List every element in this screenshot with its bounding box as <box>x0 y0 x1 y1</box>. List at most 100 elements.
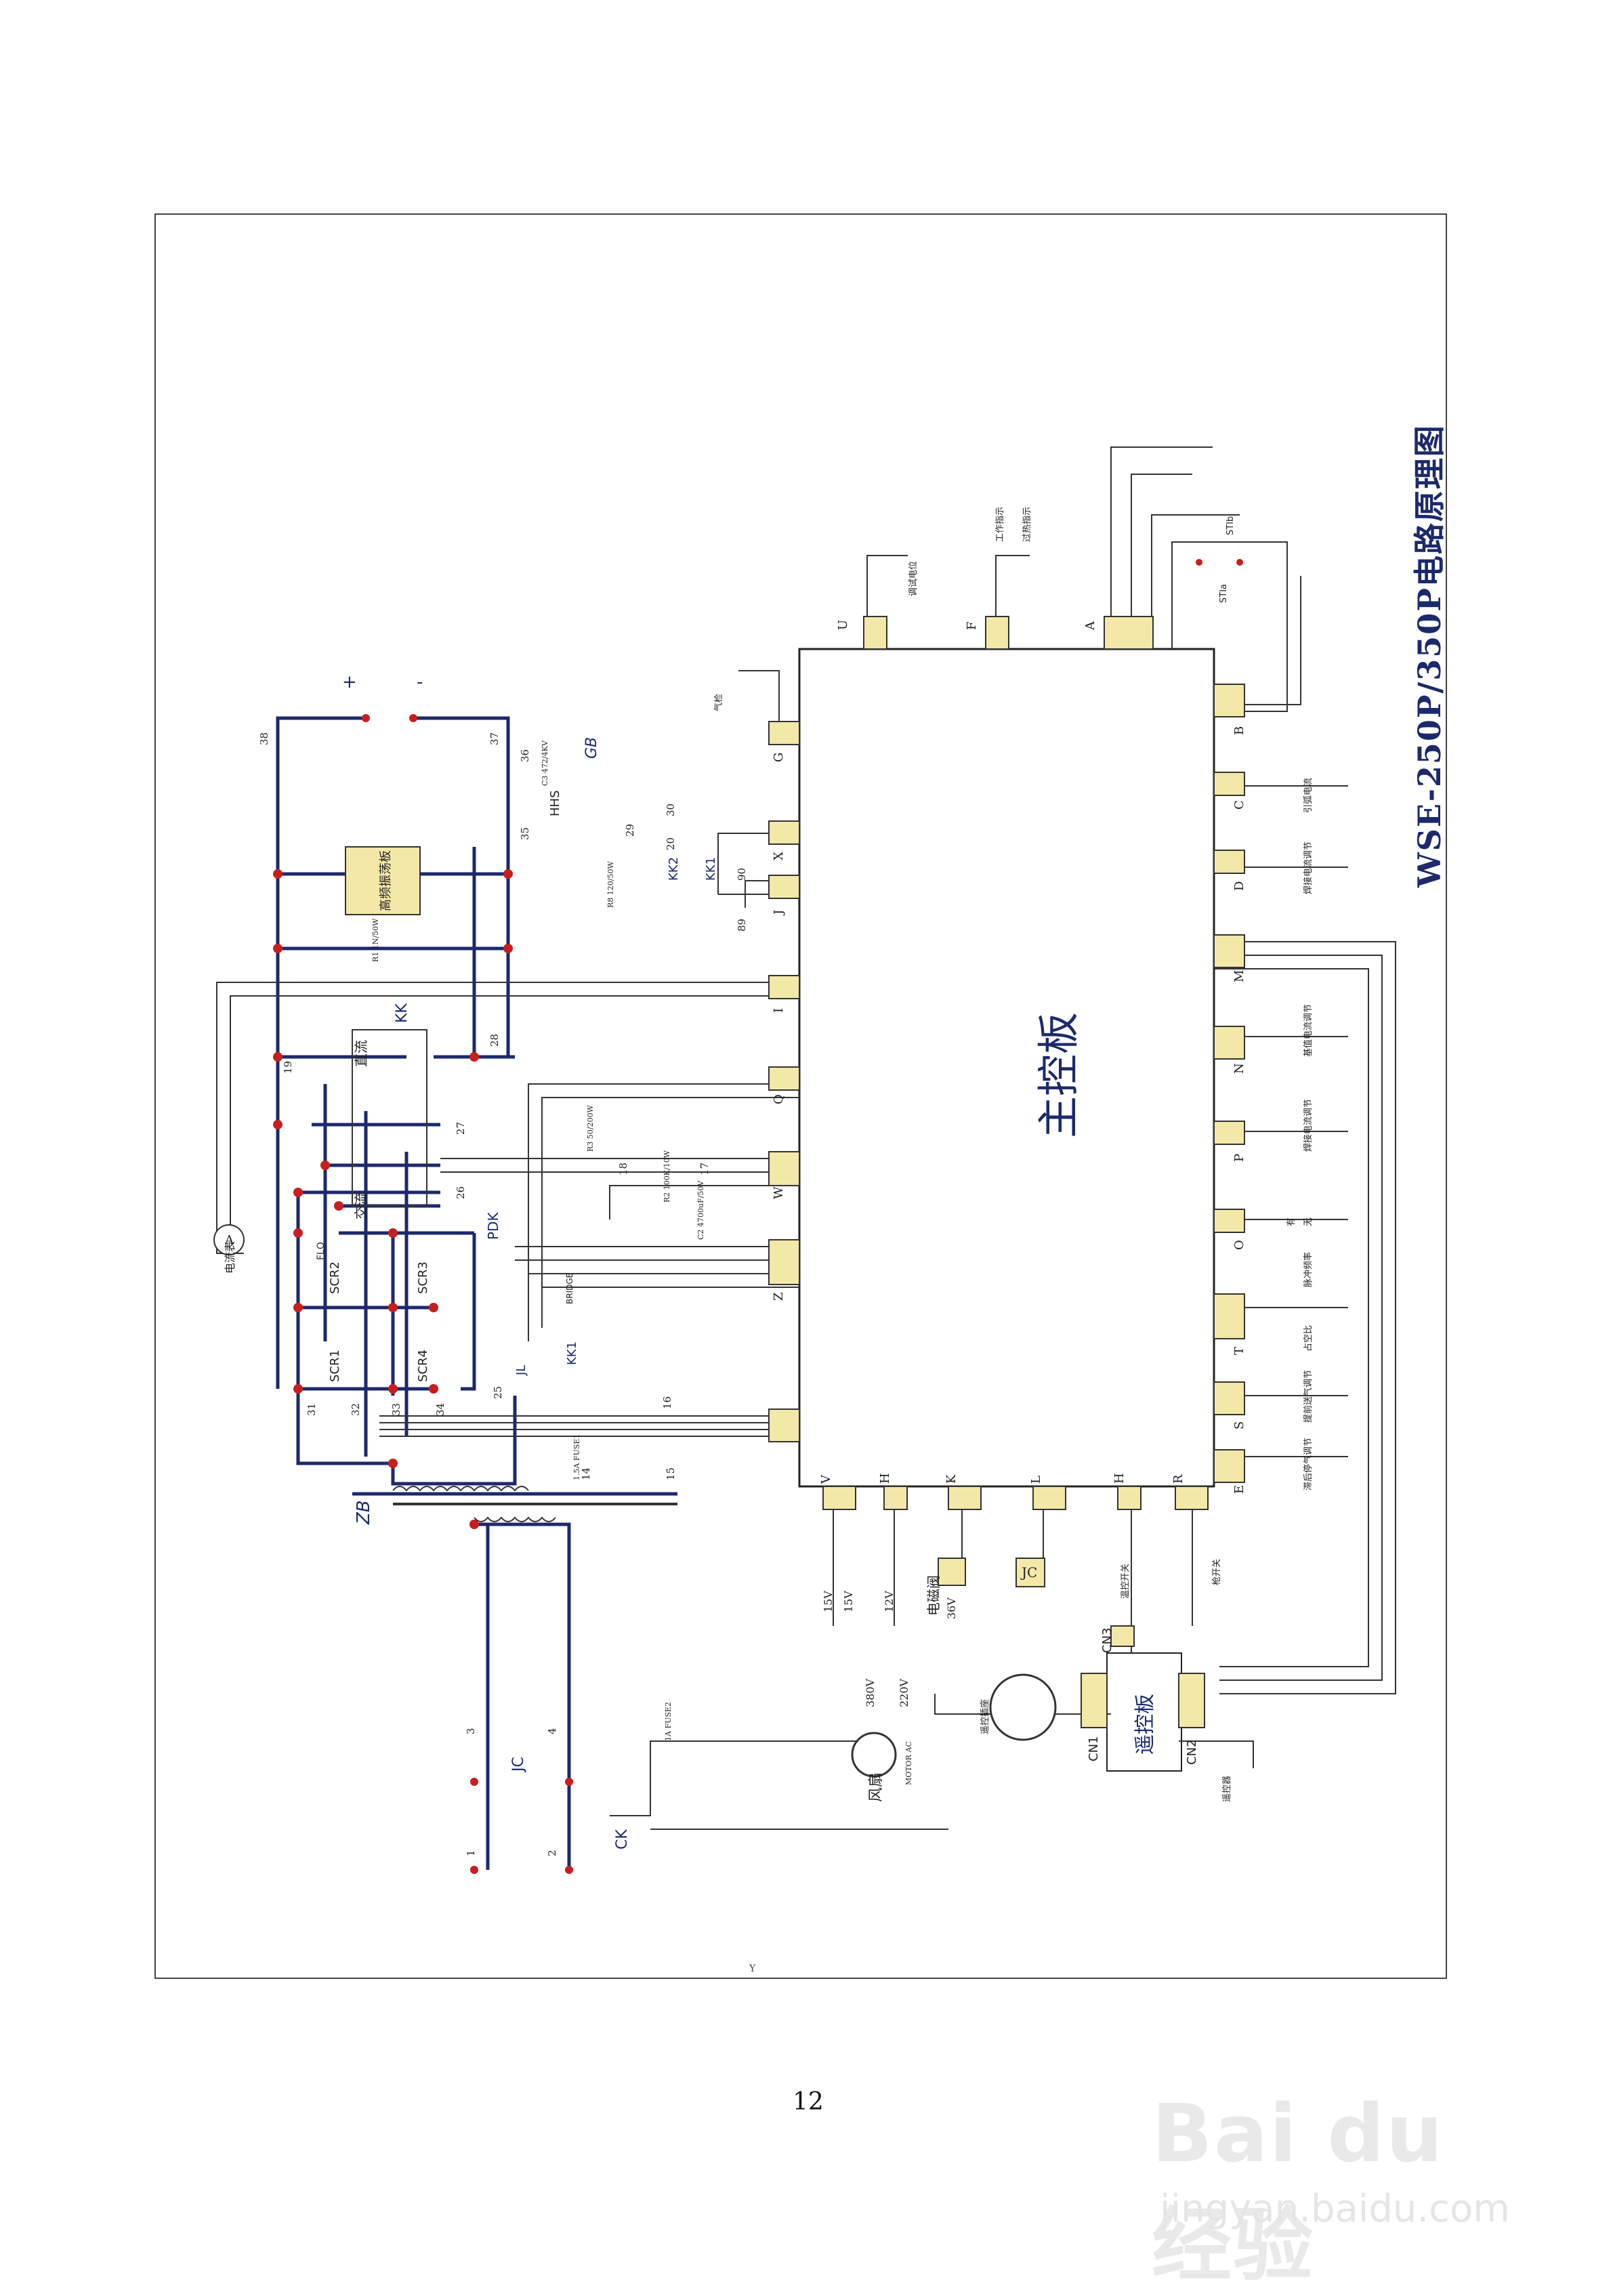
conn-d: D <box>1232 881 1247 891</box>
scr4-label: SCR4 <box>416 1350 430 1382</box>
conn-z: Z <box>772 1292 786 1301</box>
page-number: 12 <box>793 2088 824 2116</box>
wire-17: 17 <box>698 1163 711 1175</box>
hf-oscillation-board <box>345 846 421 915</box>
wire-90: 90 <box>736 868 748 881</box>
conn-n: N <box>1232 1063 1247 1074</box>
solenoid-label: 电磁阀 <box>925 1575 942 1616</box>
r2-label: R2 100K/10W <box>663 1150 671 1203</box>
fan-label: 风扇 <box>868 1772 885 1802</box>
ammeter <box>213 1224 245 1255</box>
conn-g: G <box>772 753 786 762</box>
wire-31: 31 <box>306 1403 318 1416</box>
hhs-label: HHS <box>548 791 562 817</box>
st1b-label: STIb <box>1226 516 1236 535</box>
e-function-label: 滞后停气调节 <box>1303 1438 1314 1490</box>
f-led-overheat: 过热指示 <box>1022 507 1032 542</box>
board-connectors <box>768 616 1245 1728</box>
wire-33: 33 <box>390 1403 402 1416</box>
kk1-lower-label: KK1 <box>565 1341 579 1365</box>
p-function-label: 焊接电流调节 <box>1303 1099 1314 1152</box>
remote-socket <box>989 1673 1057 1741</box>
watermark-url: jingyan.baidu.com <box>1160 2187 1510 2231</box>
conn-k: K <box>944 1474 959 1484</box>
cn1-label: CN1 <box>1087 1736 1101 1762</box>
remote-socket-label: 遥控插座 <box>980 1699 990 1734</box>
s-function-label: 提前送气调节 <box>1303 1370 1314 1423</box>
conn-i: I <box>772 1008 786 1013</box>
fuse1-label: 1.5A FUSE1 <box>572 1434 581 1480</box>
junction-nodes <box>273 559 1243 1874</box>
conn-x: X <box>772 852 786 860</box>
fuse2-label: 1A FUSE2 <box>664 1702 673 1741</box>
r1-label: R1 1N/50W <box>371 918 380 962</box>
wire-20: 20 <box>665 837 677 850</box>
conn-c: C <box>1232 800 1247 810</box>
motor-label: MOTOR AC <box>904 1741 913 1785</box>
t-function-duty: 占空比 <box>1303 1325 1314 1352</box>
bridge-label: BRIDGE <box>565 1273 574 1304</box>
d-function-label: 焊接电流调节 <box>1303 841 1314 894</box>
main-control-board <box>798 648 1215 1488</box>
conn-s: S <box>1232 1421 1247 1429</box>
tap-12v: 12V <box>883 1591 896 1612</box>
wire-32: 32 <box>350 1403 362 1416</box>
fan-motor <box>851 1732 897 1778</box>
conn-q: Q <box>772 1094 786 1104</box>
jc-label: JC <box>510 1757 527 1773</box>
conn-v: V <box>819 1474 833 1484</box>
ammeter-label: 电流表 <box>224 1241 236 1274</box>
zb-label: ZB <box>354 1500 374 1525</box>
flq-label: FLQ <box>316 1242 327 1260</box>
hf-board-label: 高频振荡板 <box>379 850 393 911</box>
wire-14: 14 <box>580 1467 592 1480</box>
conn-a: A <box>1083 621 1097 631</box>
conn-u: U <box>836 620 850 630</box>
ammeter-symbol: A <box>224 1233 234 1247</box>
scr3-label: SCR3 <box>416 1261 430 1294</box>
solenoid-valve <box>938 1558 966 1586</box>
wire-18: 18 <box>617 1163 629 1175</box>
c3-label: C3 472/4KV <box>541 740 549 786</box>
conn-j: J <box>772 910 786 916</box>
conn-l: L <box>1029 1476 1043 1484</box>
diagram-title: WSE-250P/350P电路原理图 <box>1411 424 1448 888</box>
wire-26: 26 <box>455 1186 467 1199</box>
conn-h1: H <box>878 1473 892 1484</box>
tap-380v: 380V <box>864 1678 877 1707</box>
wire-3: 3 <box>465 1728 477 1734</box>
kk1-label: KK1 <box>704 857 718 881</box>
remote-board-label: 遥控板 <box>1133 1694 1157 1755</box>
jc-relay <box>1015 1558 1045 1587</box>
r3-label: R3 50/200W <box>586 1105 595 1152</box>
wire-16: 16 <box>661 1396 673 1409</box>
ck-label: CK <box>614 1829 631 1850</box>
wire-numbers: 38 37 36 35 29 30 20 19 28 27 26 18 17 2… <box>258 732 748 1856</box>
wire-34: 34 <box>434 1403 446 1416</box>
scr2-label: SCR2 <box>328 1261 342 1294</box>
jl-label: JL <box>514 1365 528 1376</box>
pdk-label: PDK <box>485 1212 501 1240</box>
tap-15v-a: 15V <box>822 1591 835 1612</box>
remote-control-board <box>1106 1652 1182 1772</box>
plus-terminal: + <box>342 672 357 692</box>
wire-27: 27 <box>455 1122 467 1135</box>
conn-f: F <box>965 622 979 631</box>
wire-35: 35 <box>519 827 531 840</box>
watermark-brand: Bai du 经验 <box>1152 2087 1444 2292</box>
tap-15v-b: 15V <box>842 1591 855 1612</box>
g-function-label: 气检 <box>713 694 724 711</box>
schematic-border <box>154 213 1447 1979</box>
baidu-jingyan-watermark: Bai du 经验 jingyan.baidu.com <box>1152 2073 1551 2292</box>
gun-switch-label: 枪开关 <box>1211 1559 1222 1585</box>
conn-t: T <box>1232 1347 1247 1355</box>
conn-w: W <box>772 1186 786 1199</box>
dc-label: 直流 <box>353 1040 369 1067</box>
conn-b: B <box>1232 726 1247 735</box>
gb-label: GB <box>583 737 600 759</box>
o-option-yes: 有 <box>1286 1217 1297 1226</box>
main-board-label: 主控板 <box>1034 1011 1083 1138</box>
cn3-label: CN3 <box>1100 1628 1114 1654</box>
n-function-label: 基值电流调节 <box>1303 1004 1314 1057</box>
